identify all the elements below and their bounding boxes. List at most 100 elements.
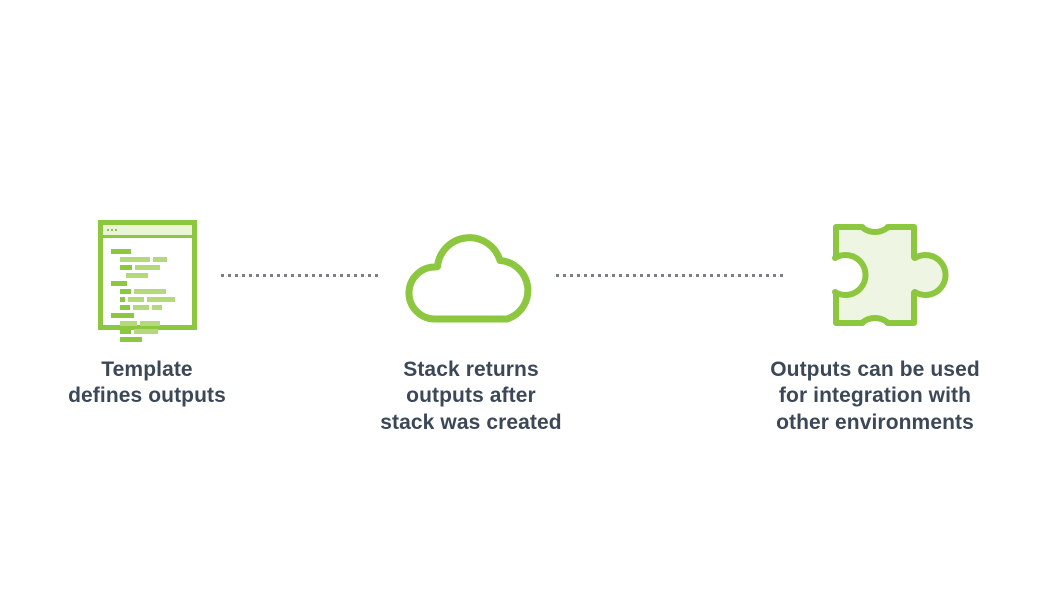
code-segment xyxy=(134,265,160,270)
code-segment xyxy=(119,337,142,342)
code-segment xyxy=(152,257,167,262)
window-dot xyxy=(106,229,109,231)
code-line xyxy=(110,313,192,318)
code-line xyxy=(111,273,192,278)
stage-stack: Stack returns outputs after stack was cr… xyxy=(358,0,584,436)
connector-dot xyxy=(269,273,273,277)
code-line xyxy=(111,265,192,270)
connector-dot xyxy=(234,273,238,277)
connector-dot xyxy=(569,273,573,277)
connector-dot xyxy=(374,273,378,277)
connector-dot xyxy=(255,273,259,277)
code-segment xyxy=(110,281,127,286)
code-line xyxy=(111,329,192,334)
connector-dot xyxy=(276,273,280,277)
connector-dot xyxy=(611,273,615,277)
connector-dot xyxy=(562,273,566,277)
connector-dot xyxy=(311,273,315,277)
connector-dot xyxy=(758,273,762,277)
connector-dot xyxy=(227,273,231,277)
code-lines xyxy=(103,241,192,342)
connector-dot xyxy=(744,273,748,277)
stage-template: Template defines outputs xyxy=(54,0,240,410)
code-segment xyxy=(119,257,150,262)
connector-dot xyxy=(297,273,301,277)
stage-template-icon-wrap xyxy=(97,215,197,342)
puzzle-shape xyxy=(832,224,949,326)
connector-dot xyxy=(709,273,713,277)
code-segment xyxy=(119,305,130,310)
stage-outputs: Outputs can be used for integration with… xyxy=(754,0,996,436)
connector-dot xyxy=(618,273,622,277)
connector-dot xyxy=(220,273,224,277)
stage-outputs-label: Outputs can be used for integration with… xyxy=(770,358,980,434)
connector-dot xyxy=(730,273,734,277)
connector-dot xyxy=(283,273,287,277)
connector-dot xyxy=(241,273,245,277)
code-segment xyxy=(139,321,160,326)
connector-dot xyxy=(555,273,559,277)
window-dot xyxy=(114,229,117,231)
code-line xyxy=(111,257,192,262)
code-window-icon xyxy=(97,220,197,342)
connector-dot xyxy=(667,273,671,277)
code-segment xyxy=(133,329,158,334)
code-segment xyxy=(110,313,134,318)
connector-dot xyxy=(248,273,252,277)
connector-dot xyxy=(779,273,783,277)
connector-dot xyxy=(772,273,776,277)
code-segment xyxy=(127,297,144,302)
connector-dot xyxy=(653,273,657,277)
code-segment xyxy=(132,305,149,310)
cloud-icon xyxy=(405,234,532,323)
code-segment xyxy=(119,265,132,270)
cloud-shape xyxy=(405,234,532,323)
connector-dot xyxy=(688,273,692,277)
connector-dot xyxy=(674,273,678,277)
connector-dot xyxy=(583,273,587,277)
connector-dot xyxy=(367,273,371,277)
code-line xyxy=(110,249,192,254)
stage-template-label: Template defines outputs xyxy=(68,358,226,408)
puzzle-piece-icon xyxy=(832,224,949,326)
stage-stack-icon-wrap xyxy=(405,215,537,335)
connector-dots xyxy=(555,273,783,277)
code-segment xyxy=(125,273,148,278)
connector-dot xyxy=(339,273,343,277)
code-window-titlebar xyxy=(102,225,192,238)
connector-dot xyxy=(737,273,741,277)
window-dot xyxy=(110,229,113,231)
connector-template-to-stack xyxy=(220,215,378,335)
code-segment xyxy=(146,297,175,302)
connector-dot xyxy=(290,273,294,277)
connector-dot xyxy=(325,273,329,277)
connector-dot xyxy=(695,273,699,277)
connector-dot xyxy=(660,273,664,277)
connector-dot xyxy=(346,273,350,277)
connector-dot xyxy=(318,273,322,277)
connector-dot xyxy=(590,273,594,277)
connector-dot xyxy=(723,273,727,277)
connector-dots xyxy=(220,273,378,277)
connector-dot xyxy=(332,273,336,277)
code-segment xyxy=(119,289,131,294)
connector-dot xyxy=(639,273,643,277)
code-line xyxy=(111,337,192,342)
connector-dot xyxy=(765,273,769,277)
connector-dot xyxy=(597,273,601,277)
code-line xyxy=(110,281,192,286)
connector-dot xyxy=(576,273,580,277)
stage-stack-label: Stack returns outputs after stack was cr… xyxy=(380,358,562,434)
connector-dot xyxy=(646,273,650,277)
code-segment xyxy=(119,297,125,302)
code-line xyxy=(111,297,192,302)
code-line xyxy=(111,289,192,294)
connector-dot xyxy=(360,273,364,277)
connector-dot xyxy=(353,273,357,277)
connector-dot xyxy=(702,273,706,277)
connector-dot xyxy=(751,273,755,277)
connector-dot xyxy=(604,273,608,277)
connector-dot xyxy=(625,273,629,277)
